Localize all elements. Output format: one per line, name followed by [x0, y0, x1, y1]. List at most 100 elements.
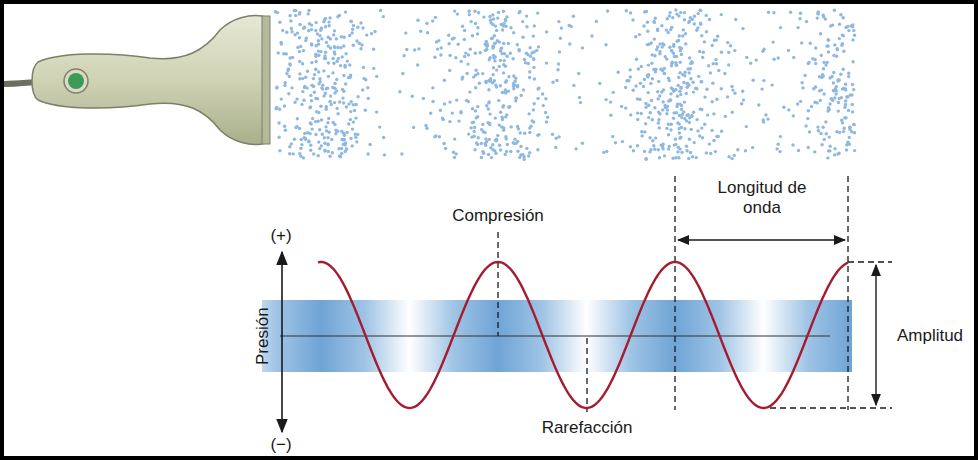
- particle: [471, 34, 474, 37]
- particle: [474, 52, 477, 55]
- particle: [444, 147, 447, 150]
- particle: [527, 154, 530, 157]
- particle: [733, 49, 736, 52]
- particle: [799, 12, 802, 15]
- particle: [335, 107, 338, 110]
- particle: [511, 57, 514, 60]
- particle: [491, 44, 494, 47]
- particle: [609, 100, 612, 103]
- particle: [762, 79, 765, 82]
- particle: [490, 37, 493, 40]
- particle: [314, 67, 317, 70]
- particle: [506, 55, 509, 58]
- particle: [320, 118, 323, 121]
- particle: [303, 26, 306, 29]
- particle: [448, 100, 451, 103]
- particle: [751, 146, 754, 149]
- particle: [541, 92, 544, 95]
- particle: [277, 136, 280, 139]
- particle: [832, 54, 835, 57]
- particle: [332, 33, 335, 36]
- particle: [842, 68, 845, 71]
- particle: [327, 117, 330, 120]
- particle: [284, 129, 287, 132]
- particle: [578, 96, 581, 99]
- particle: [574, 147, 577, 150]
- particle: [825, 132, 828, 135]
- particle: [824, 63, 827, 66]
- particle: [545, 120, 548, 123]
- particle: [532, 58, 535, 61]
- particle: [683, 18, 686, 21]
- particle: [405, 48, 408, 51]
- particle: [663, 104, 666, 107]
- particle: [495, 139, 498, 142]
- particle: [383, 153, 386, 156]
- particle: [559, 37, 562, 40]
- particle: [327, 61, 330, 64]
- particle: [551, 133, 554, 136]
- particle: [318, 77, 321, 80]
- particle: [285, 31, 288, 34]
- particle: [354, 133, 357, 136]
- particle: [488, 138, 491, 141]
- particle: [480, 156, 483, 159]
- particle: [560, 26, 563, 29]
- particle: [341, 138, 344, 141]
- particle: [475, 69, 478, 72]
- particle: [302, 49, 305, 52]
- particle: [805, 20, 808, 23]
- particle: [810, 105, 813, 108]
- particle: [657, 121, 660, 124]
- particle: [822, 15, 825, 18]
- particle: [716, 35, 719, 38]
- particle: [375, 110, 378, 113]
- ultrasound-transducer: [32, 16, 268, 145]
- particle: [275, 106, 278, 109]
- particle: [340, 152, 343, 155]
- particle: [667, 123, 670, 126]
- particle: [804, 124, 807, 127]
- particle: [680, 53, 683, 56]
- particle: [323, 18, 326, 21]
- particle: [661, 69, 664, 72]
- particle: [364, 109, 367, 112]
- particle: [648, 150, 651, 153]
- particle: [700, 108, 703, 111]
- particle: [807, 109, 810, 112]
- particle: [498, 65, 501, 68]
- particle: [484, 144, 487, 147]
- particle: [497, 99, 500, 102]
- particle: [683, 127, 686, 130]
- particle: [485, 140, 488, 143]
- particle: [360, 43, 363, 46]
- particle: [533, 50, 536, 53]
- particle: [342, 44, 345, 47]
- particle: [679, 61, 682, 64]
- particle: [647, 116, 650, 119]
- particle: [519, 153, 522, 156]
- particle: [636, 144, 639, 147]
- particle: [835, 89, 838, 92]
- particle: [359, 47, 362, 50]
- particle: [853, 34, 856, 37]
- particle: [349, 110, 352, 113]
- particle: [730, 157, 733, 160]
- particle: [671, 16, 674, 19]
- particle: [443, 79, 446, 82]
- particle: [537, 86, 540, 89]
- particle: [711, 100, 714, 103]
- particle: [635, 58, 638, 61]
- particle: [470, 135, 473, 138]
- particle: [425, 127, 428, 130]
- particle: [429, 112, 432, 115]
- particle: [828, 108, 831, 111]
- particle: [314, 29, 317, 32]
- particle: [352, 120, 355, 123]
- particle: [315, 110, 318, 113]
- particle: [323, 149, 326, 152]
- particle: [514, 97, 517, 100]
- particle: [640, 112, 643, 115]
- particle: [813, 150, 816, 153]
- particle: [339, 46, 342, 49]
